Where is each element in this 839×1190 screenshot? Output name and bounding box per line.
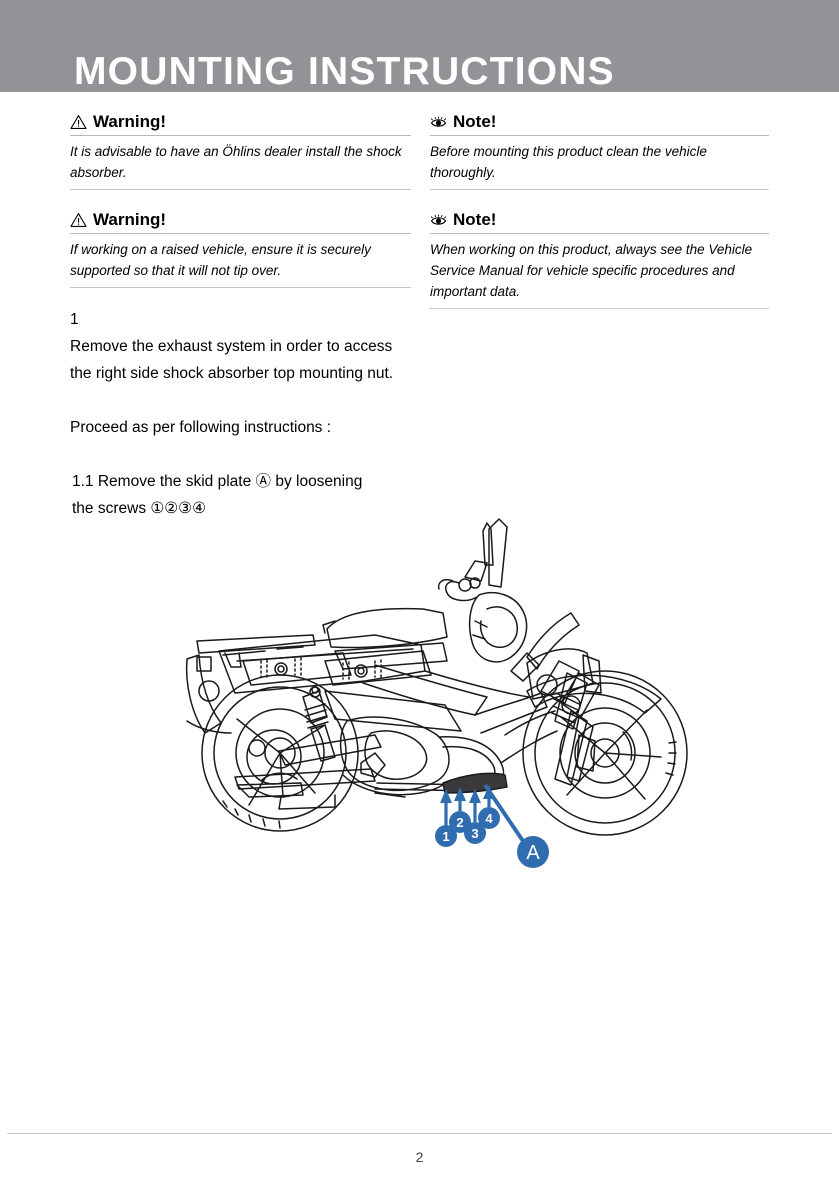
motorcycle-linework	[185, 518, 688, 836]
instruction-block: 1 Remove the exhaust system in order to …	[70, 306, 490, 522]
note-body-2: When working on this product, always see…	[430, 234, 769, 309]
warning-body-1: It is advisable to have an Öhlins dealer…	[70, 136, 411, 190]
callout-label-1: 1	[442, 829, 449, 844]
callout-label-3: 3	[471, 826, 478, 841]
callout-group: 1 2 3 4 A	[435, 783, 549, 868]
callout-label-4: 4	[485, 811, 493, 826]
warning-heading-text-2: Warning!	[93, 210, 167, 229]
proceed-text: Proceed as per following instructions :	[70, 419, 332, 436]
note-heading-text-1: Note!	[453, 112, 497, 131]
warning-column: Warning! It is advisable to have an Öhli…	[70, 112, 411, 308]
warning-heading-1: Warning!	[70, 112, 411, 136]
paragraph-spacer	[70, 387, 490, 414]
callout-badge-a: A	[517, 836, 549, 868]
warning-block-2: Warning! If working on a raised vehicle,…	[70, 210, 411, 288]
step-text-line-1: Remove the exhaust system in order to ac…	[70, 338, 393, 355]
warning-triangle-icon	[70, 212, 87, 228]
callout-badge-3: 3	[464, 822, 486, 844]
footer-divider	[7, 1133, 832, 1134]
page-number: 2	[415, 1149, 424, 1165]
step-text-line-2: the right side shock absorber top mounti…	[70, 365, 394, 382]
callout-badge-4: 4	[478, 807, 500, 829]
note-column: Note! Before mounting this product clean…	[430, 112, 769, 329]
note-heading-text-2: Note!	[453, 210, 497, 229]
warning-heading-2: Warning!	[70, 210, 411, 234]
note-block-1: Note! Before mounting this product clean…	[430, 112, 769, 190]
callout-label-a: A	[526, 842, 540, 864]
warning-triangle-icon	[70, 114, 87, 130]
note-block-2: Note! When working on this product, alwa…	[430, 210, 769, 309]
warning-body-2: If working on a raised vehicle, ensure i…	[70, 234, 411, 288]
page-title: MOUNTING INSTRUCTIONS	[74, 50, 615, 93]
note-heading-1: Note!	[430, 112, 769, 136]
warning-heading-text-1: Warning!	[93, 112, 167, 131]
motorcycle-side-view-illustration: 1 2 3 4 A	[175, 485, 705, 885]
eye-note-icon	[430, 212, 447, 228]
note-body-1: Before mounting this product clean the v…	[430, 136, 769, 190]
eye-note-icon	[430, 114, 447, 130]
warning-block-1: Warning! It is advisable to have an Öhli…	[70, 112, 411, 190]
motorcycle-drawing-svg: 1 2 3 4 A	[185, 518, 688, 868]
callout-badge-1: 1	[435, 825, 457, 847]
substep-line-2: the screws ①②③④	[72, 500, 206, 517]
note-heading-2: Note!	[430, 210, 769, 234]
paragraph-spacer-2	[70, 441, 490, 468]
callout-arrows	[440, 783, 525, 843]
step-number: 1	[70, 311, 79, 328]
substep-line-1: 1.1 Remove the skid plate Ⓐ by loosening	[72, 473, 363, 490]
header-band	[0, 0, 839, 92]
callout-label-2: 2	[456, 815, 463, 830]
